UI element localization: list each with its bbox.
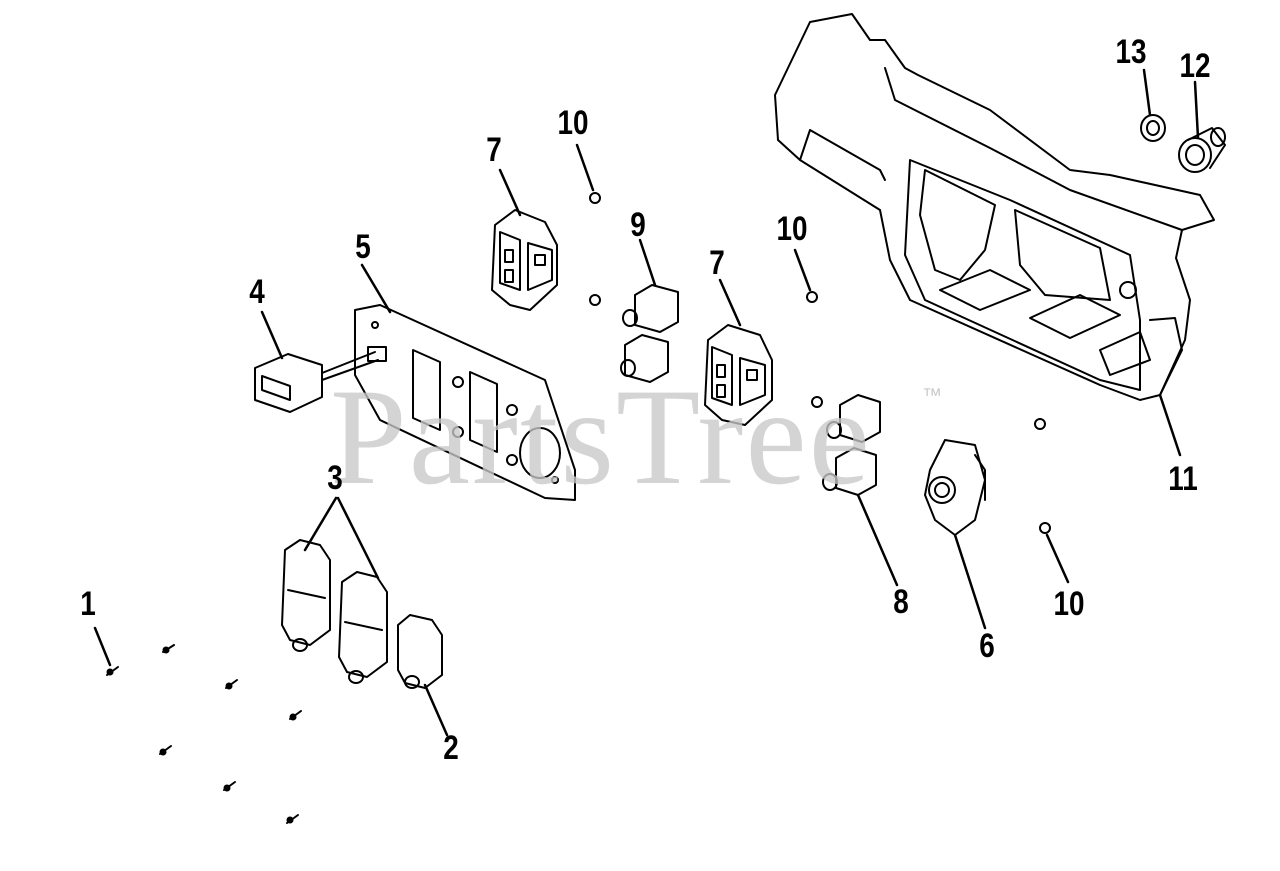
leader-lines [93, 68, 1200, 737]
outlet-cover-2 [397, 614, 443, 689]
watermark-text: PartsTree [330, 360, 872, 513]
callout-6: 6 [979, 627, 995, 665]
screws [106, 644, 302, 824]
hour-meter [254, 346, 387, 413]
callout-13: 13 [1115, 33, 1147, 71]
callout-7-left: 7 [486, 131, 502, 169]
callout-4: 4 [249, 273, 265, 311]
receptacle-middle [704, 324, 773, 426]
cap [1178, 127, 1226, 173]
outlet-covers-3 [281, 539, 388, 684]
callout-10-top: 10 [557, 104, 589, 142]
callout-1: 1 [80, 585, 96, 623]
grommet-small [1140, 114, 1166, 142]
trademark-symbol: ™ [922, 385, 942, 407]
nuts [589, 192, 1051, 534]
circuit-breakers-9 [620, 284, 679, 383]
control-panel-housing [774, 13, 1215, 401]
circuit-breakers-8 [822, 394, 881, 496]
panel-plate [354, 304, 576, 501]
callout-10-bottom: 10 [1053, 585, 1085, 623]
callout-7-right: 7 [709, 244, 725, 282]
callout-10-middle: 10 [776, 210, 808, 248]
callout-3: 3 [327, 459, 343, 497]
receptacle-top [491, 209, 558, 311]
callout-11: 11 [1168, 460, 1198, 498]
twist-lock-outlet [924, 439, 986, 536]
callout-12: 12 [1179, 47, 1211, 85]
callout-9: 9 [630, 206, 646, 244]
callout-2: 2 [443, 729, 459, 767]
callout-8: 8 [893, 583, 909, 621]
callout-5: 5 [355, 228, 371, 266]
